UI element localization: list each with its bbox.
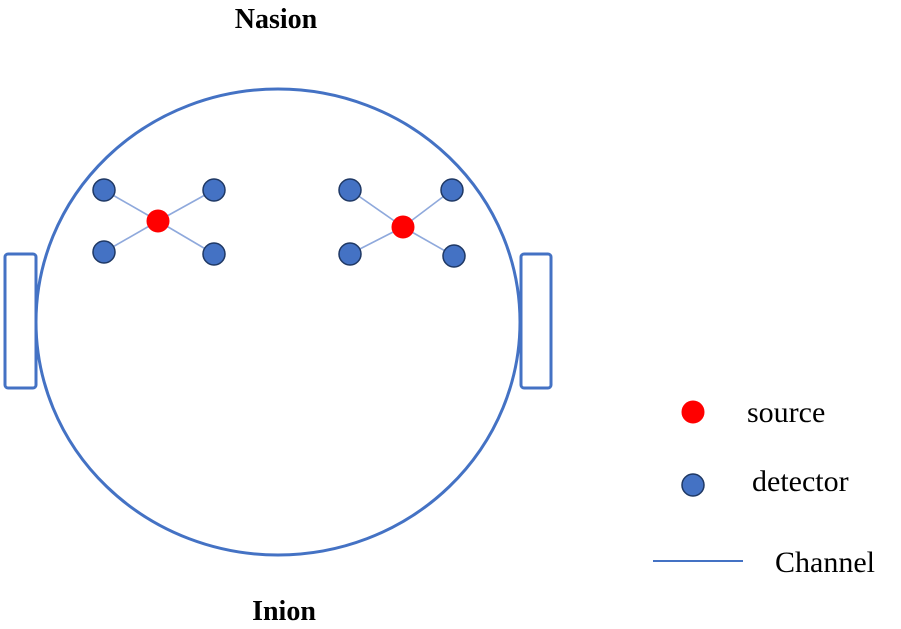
detector — [442, 244, 466, 268]
probe-group-left — [92, 178, 226, 266]
detector — [202, 242, 226, 266]
legend: source detector Channel — [653, 396, 875, 579]
source — [391, 215, 415, 239]
right-ear — [519, 252, 553, 390]
detector — [338, 242, 362, 266]
head-outline — [34, 87, 522, 557]
legend-source-marker — [681, 400, 705, 424]
detector — [92, 178, 116, 202]
detector — [440, 178, 464, 202]
legend-channel-label: Channel — [775, 546, 875, 579]
legend-detector-marker — [681, 473, 705, 497]
detector — [202, 178, 226, 202]
detector — [92, 240, 116, 264]
legend-detector-label: detector — [752, 465, 849, 498]
left-ear — [3, 252, 38, 390]
inion-label: Inion — [252, 596, 316, 627]
probe-group-right — [338, 178, 466, 268]
nasion-label: Nasion — [235, 4, 318, 35]
source — [146, 209, 170, 233]
legend-source-label: source — [747, 396, 825, 429]
detector — [338, 178, 362, 202]
